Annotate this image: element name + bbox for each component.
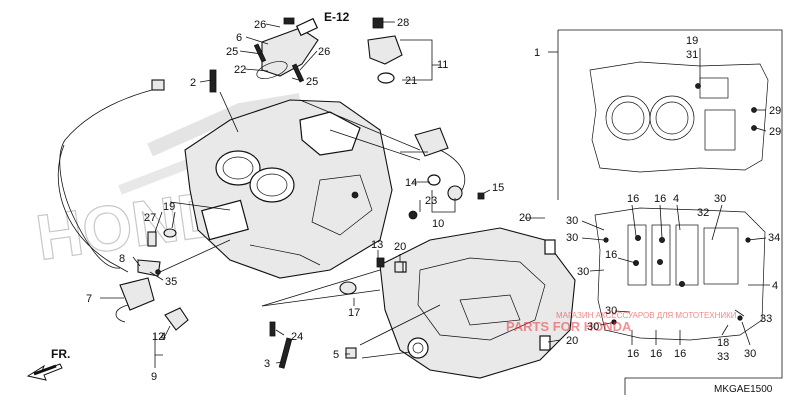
callout-5: 5 (333, 349, 339, 361)
callout-4-top: 4 (673, 193, 679, 205)
callout-19-top: 19 (686, 35, 698, 47)
callout-3: 3 (264, 358, 270, 370)
watermark: PARTS FOR HONDA МАГАЗИН АКСЕССУАРОВ ДЛЯ … (506, 311, 737, 334)
callout-33-upper: 33 (760, 313, 772, 325)
callout-20-right: 20 (519, 212, 531, 224)
sensor-drawing (367, 17, 403, 84)
callout-11: 11 (437, 59, 448, 71)
callout-15: 15 (492, 182, 504, 194)
callout-21: 21 (405, 75, 417, 87)
water-fitting-drawing (253, 17, 319, 83)
callout-2: 2 (190, 77, 196, 89)
small-parts-drawing (137, 69, 404, 369)
callout-26: 26 (254, 19, 266, 31)
callout-28: 28 (397, 17, 409, 29)
callout-8: 8 (119, 253, 125, 265)
callout-18: 18 (717, 337, 729, 349)
callout-7: 7 (86, 293, 92, 305)
callout-16-bottom-b: 16 (650, 348, 662, 360)
callout-30-e: 30 (587, 321, 599, 333)
callout-26-right: 26 (318, 46, 330, 58)
callout-34: 34 (768, 232, 780, 244)
callout-24: 24 (291, 331, 303, 343)
callout-9: 9 (151, 371, 157, 383)
callout-17: 17 (348, 307, 360, 319)
part-callouts: 26 6 25 26 22 25 2 28 11 21 1 19 31 29 2… (86, 17, 781, 383)
front-direction-label: FR. (51, 347, 70, 361)
callout-16-top-a: 16 (627, 193, 639, 205)
callout-25: 25 (226, 46, 238, 58)
callout-22: 22 (234, 64, 246, 76)
lower-crankcase-outline (594, 207, 766, 341)
front-direction-arrow: FR. (26, 347, 70, 381)
crankcase-set-frame (548, 29, 783, 395)
upper-crankcase-drawing (184, 99, 393, 279)
callout-31: 31 (686, 49, 698, 61)
callout-19-left: 19 (163, 201, 175, 213)
callout-32: 32 (697, 207, 709, 219)
gear-sensor-drawing (408, 127, 485, 220)
callout-14: 14 (405, 177, 417, 189)
callout-23: 23 (425, 195, 437, 207)
callout-30-d: 30 (605, 305, 617, 317)
callout-12: 12 (152, 331, 164, 343)
callout-30-a: 30 (566, 215, 578, 227)
callout-30-f: 30 (744, 348, 756, 360)
callout-16-bottom-c: 16 (674, 348, 686, 360)
callout-27: 27 (144, 212, 156, 224)
callout-6: 6 (236, 32, 242, 44)
watermark-subtext: МАГАЗИН АКСЕССУАРОВ ДЛЯ МОТОТЕХНИКИ (556, 311, 737, 320)
watermark-text: PARTS FOR HONDA (506, 319, 632, 334)
callout-29-upper: 29 (769, 105, 781, 117)
diagram-code: MKGAE1500 (714, 384, 773, 395)
callout-4-right: 4 (772, 280, 778, 292)
callout-13: 13 (371, 239, 383, 251)
callout-35: 35 (165, 276, 177, 288)
callout-20-bottom: 20 (566, 335, 578, 347)
wire-harness-drawing (57, 79, 165, 323)
callout-4-left: 4 (160, 331, 166, 343)
callout-10: 10 (432, 218, 444, 230)
callout-30-c: 30 (577, 266, 589, 278)
upper-crankcase-outline (589, 61, 769, 173)
lower-crankcase-drawing (379, 227, 576, 379)
callout-25-lower: 25 (306, 76, 318, 88)
callout-16-bottom-a: 16 (627, 348, 639, 360)
callout-30-b: 30 (566, 232, 578, 244)
callout-16-mid: 16 (605, 249, 617, 261)
callout-20-mid: 20 (394, 241, 406, 253)
callout-16-top-b: 16 (654, 193, 666, 205)
engine-section-ref: E-12 (324, 10, 350, 24)
leader-lines (100, 21, 770, 368)
callout-29-lower: 29 (769, 126, 781, 138)
callout-30-top: 30 (714, 193, 726, 205)
callout-33-lower: 33 (717, 351, 729, 363)
callout-1: 1 (534, 47, 540, 59)
